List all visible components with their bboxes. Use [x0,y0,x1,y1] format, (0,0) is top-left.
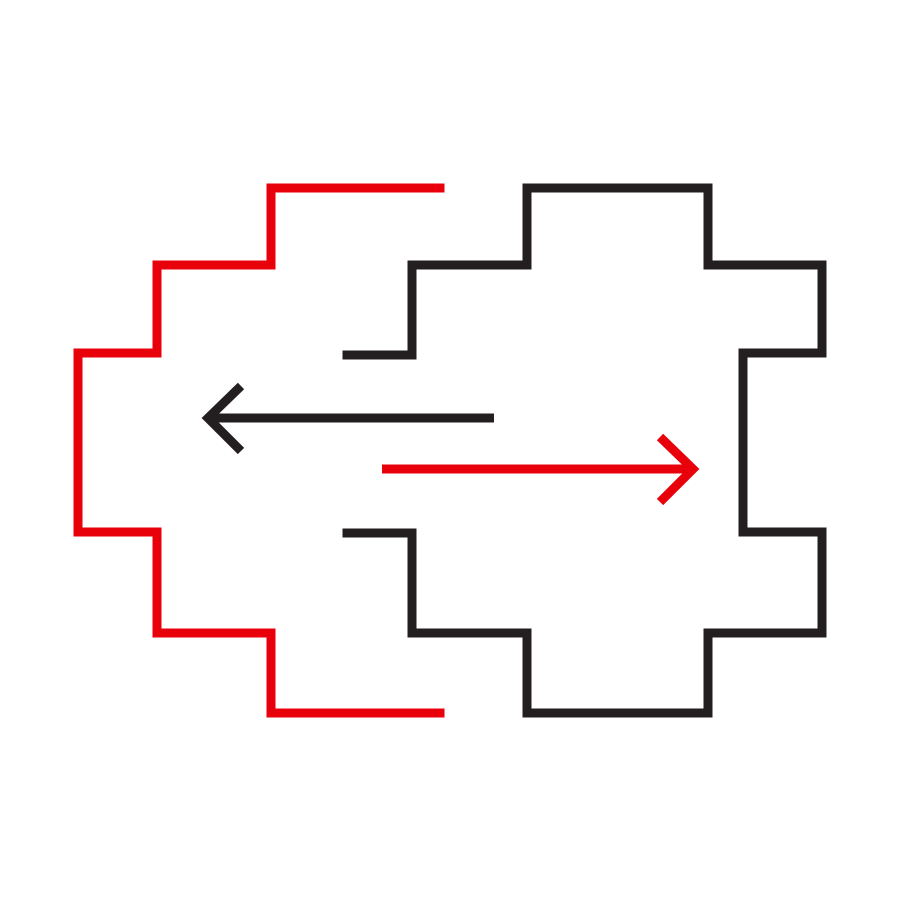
stepped-cross-black-icon [342,183,827,718]
stepped-bracket-red-icon [73,183,445,718]
arrow-right-red-icon [382,433,700,506]
arrow-left-black-icon [201,382,494,455]
arrow-left-head [201,382,245,455]
arrow-right-head [656,433,700,506]
